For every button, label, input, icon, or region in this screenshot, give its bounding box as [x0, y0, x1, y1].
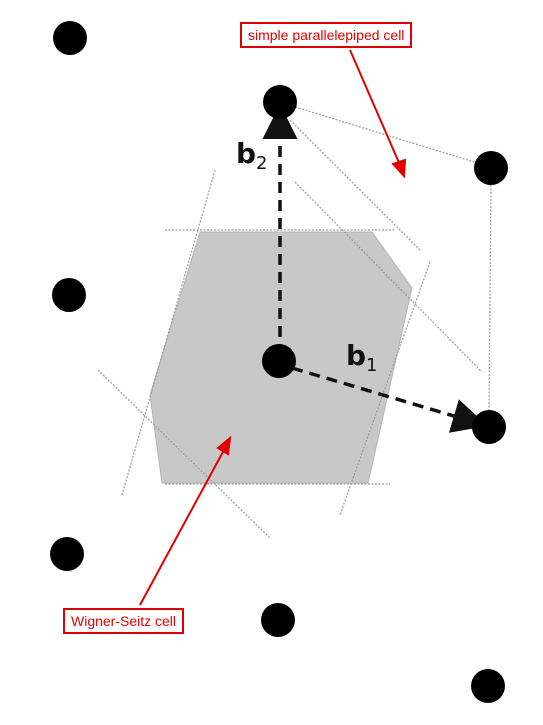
lattice-point [263, 85, 297, 119]
lattice-point [53, 21, 87, 55]
lattice-points [50, 21, 508, 703]
pointer-head-parallelepiped [391, 158, 407, 179]
lattice-point [471, 669, 505, 703]
vector-b1-arrow [291, 366, 488, 433]
vector-b2-subscript: 2 [256, 153, 268, 174]
pointer-head-wigner-seitz [216, 435, 232, 456]
pointer-line-wigner-seitz [139, 449, 225, 606]
lattice-point [474, 151, 508, 185]
wigner-seitz-cell-callout: Wigner-Seitz cell [63, 608, 185, 634]
pointer-line-parallelepiped [349, 49, 401, 166]
lattice-point [261, 603, 295, 637]
vector-b2-label: b2 [236, 140, 268, 173]
bisector-line-right-lower [339, 261, 431, 516]
parallelepiped-edge-top [291, 105, 485, 166]
parallelepiped-cell-callout: simple parallelepiped cell [240, 22, 413, 48]
vector-b1-subscript: 1 [366, 355, 378, 376]
vector-b2-base: b [236, 137, 257, 170]
bisector-line-upper-right-diagonal [294, 181, 483, 373]
parallelepiped-edge-left-diagonal [289, 119, 421, 251]
vector-b1-label: b1 [346, 342, 378, 375]
lattice-point [472, 410, 506, 444]
lattice-point [52, 278, 86, 312]
parallelepiped-cell-outline [289, 105, 492, 411]
parallelepiped-edge-right [488, 184, 492, 411]
lattice-point-origin [262, 344, 296, 378]
bisector-line-lower-left-diagonal [97, 369, 271, 539]
lattice-point [50, 537, 84, 571]
annotation-arrows [139, 49, 407, 606]
bisector-line-left-upper [121, 169, 216, 496]
bisector-lines [97, 169, 483, 539]
vector-b1-base: b [346, 339, 367, 372]
